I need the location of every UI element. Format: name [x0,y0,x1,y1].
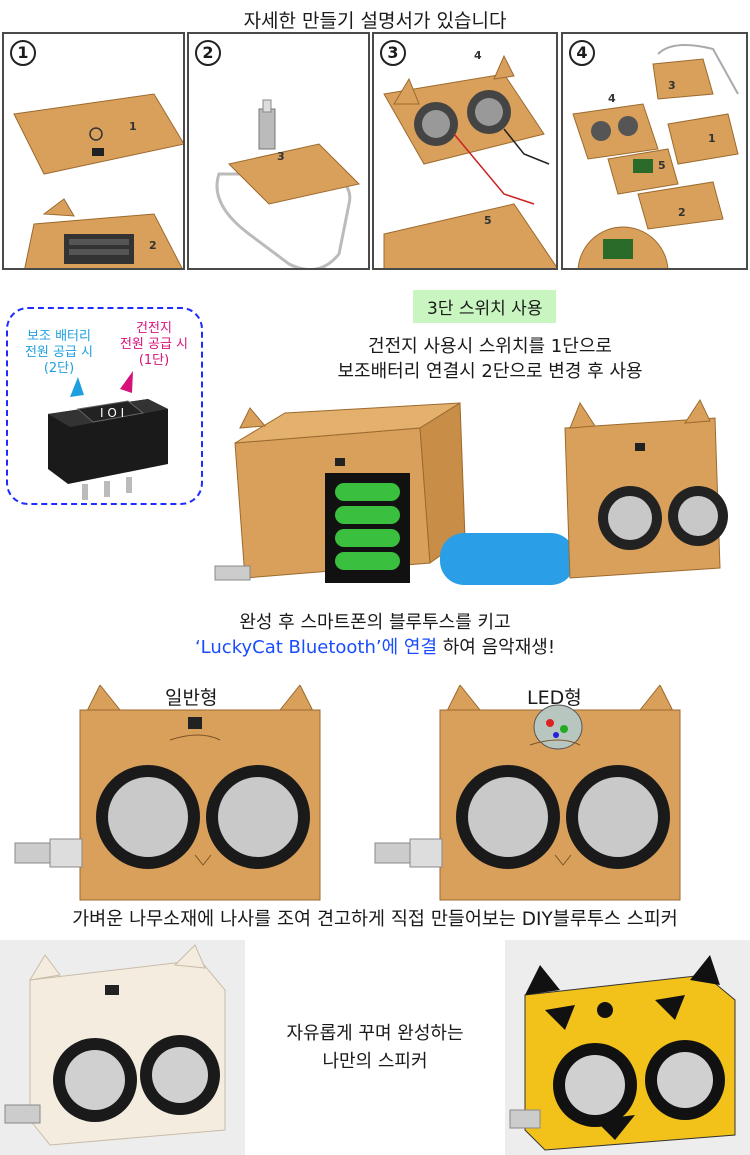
step-3-illustration [383,54,556,268]
customize-line-2: 나만의 스피커 [322,1051,428,1072]
part-label: 3 [277,150,285,163]
switch-instruction: 건전지 사용시 스위치를 1단으로 보조배터리 연결시 2단으로 변경 후 사용 [230,334,750,384]
bluetooth-line-1: 완성 후 스마트폰의 블루투스를 키고 [239,612,511,633]
step-number-badge: 3 [380,40,406,66]
speaker-power-illustration [214,398,728,585]
model-label-standard: 일반형 [165,687,218,709]
three-stage-switch-badge: 3단 스위치 사용 [413,290,557,323]
standard-speaker-illustration [14,685,321,901]
part-label: 1 [129,120,137,133]
step-2-panel: 2 3 [187,32,370,270]
bluetooth-device-name: ‘LuckyCat Bluetooth’에 연결 [194,637,438,658]
bluetooth-line-2: ‘LuckyCat Bluetooth’에 연결 하여 음악재생! [194,637,556,658]
step-number-badge: 2 [195,40,221,66]
part-label: 5 [658,159,666,172]
bluetooth-instruction: 완성 후 스마트폰의 블루투스를 키고 ‘LuckyCat Bluetooth’… [0,610,750,660]
decorated-speaker-photo [505,940,750,1155]
part-label: 3 [668,79,676,92]
white-speaker-photo [0,940,245,1155]
battery-label: 건전지 전원 공급 시 (1단) [119,321,189,368]
led-speaker-illustration [374,685,681,901]
step-3-panel: 3 4 5 [372,32,558,270]
svg-text:I O I: I O I [100,406,124,420]
instruction-line-1: 건전지 사용시 스위치를 1단으로 [368,336,612,357]
step-1-illustration [13,93,183,268]
decorated-speaker-image [505,940,750,1155]
part-label: 2 [149,239,157,252]
customize-line-1: 자유롭게 꾸며 완성하는 [286,1023,464,1044]
model-label-led: LED형 [527,687,582,709]
part-label: 5 [484,214,492,227]
step-4-panel: 4 3 4 5 1 2 [561,32,748,270]
step-4-illustration [572,44,739,268]
page-title: 자세한 만들기 설명서가 있습니다 [243,10,507,32]
step-1-panel: 1 1 2 [2,32,185,270]
step-2-illustration [215,99,360,268]
switch-diagram-box: 보조 배터리 전원 공급 시 (2단) 건전지 전원 공급 시 (1단) I O… [6,307,203,505]
white-speaker-image [0,940,245,1155]
rocker-switch-illustration: I O I [48,371,168,500]
customize-caption: 자유롭게 꾸며 완성하는 나만의 스피커 [245,1020,505,1076]
instruction-line-2: 보조배터리 연결시 2단으로 변경 후 사용 [337,361,643,382]
part-label: 4 [608,92,616,105]
step-number-badge: 4 [569,40,595,66]
part-label: 4 [474,49,482,62]
product-tagline: 가벼운 나무소재에 나사를 조여 견고하게 직접 만들어보는 DIY블루투스 스… [72,909,678,930]
aux-battery-label: 보조 배터리 전원 공급 시 (2단) [24,329,94,376]
part-label: 2 [678,206,686,219]
part-label: 1 [708,132,716,145]
step-number-badge: 1 [10,40,36,66]
